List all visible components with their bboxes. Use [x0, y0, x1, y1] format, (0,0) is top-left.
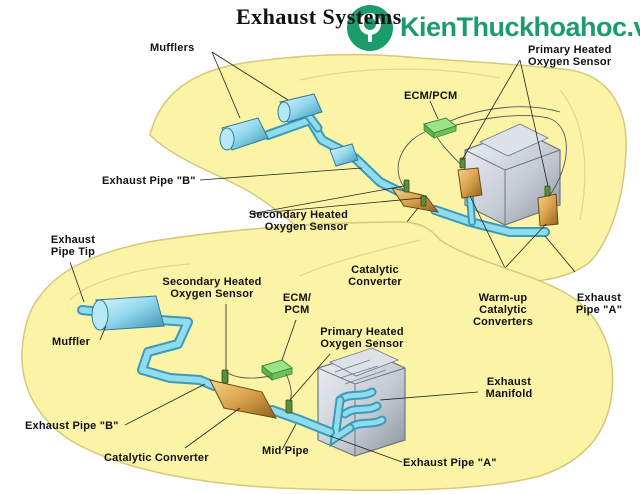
top-label-catalytic-line1: Catalytic: [351, 264, 399, 276]
top-label-catalytic-converter: Catalytic Converter: [345, 264, 405, 288]
bottom-label-exhaust-manifold: Exhaust Manifold: [472, 376, 546, 400]
bottom-label-ecm: ECM/ PCM: [272, 292, 322, 316]
top-label-pipe-a-line1: Exhaust: [576, 292, 622, 304]
bottom-car: [21, 221, 614, 491]
top-engine: [464, 123, 561, 226]
top-label-primary-sensor-line2: Oxygen Sensor: [528, 56, 612, 68]
top-label-secondary-sensor: Secondary Heated Oxygen Sensor: [198, 209, 348, 233]
bottom-car-body: [21, 221, 614, 491]
bottom-label-pipe-tip: Exhaust Pipe Tip: [40, 234, 106, 258]
top-label-pipe-a-line2: Pipe "A": [575, 304, 623, 316]
top-label-secondary-sensor-line2: Oxygen Sensor: [264, 221, 348, 233]
top-label-primary-sensor-line1: Primary Heated: [528, 44, 612, 56]
bottom-label-primary-line2: Oxygen Sensor: [320, 338, 404, 350]
bottom-label-primary-line1: Primary Heated: [320, 326, 404, 338]
bottom-label-secondary-line1: Secondary Heated: [162, 276, 262, 288]
top-label-warmup-line1: Warm-up: [478, 292, 528, 304]
watermark-text: KienThuckhoahoc.vn: [400, 12, 640, 42]
bottom-label-mid-pipe: Mid Pipe: [262, 445, 309, 457]
bottom-label-pipe-tip-line2: Pipe Tip: [50, 246, 96, 258]
bottom-ecm-box: [225, 359, 294, 403]
bottom-label-manifold-line2: Manifold: [485, 388, 533, 400]
bottom-label-catalytic-converter: Catalytic Converter: [104, 452, 209, 464]
bottom-label-exhaust-pipe-a: Exhaust Pipe "A": [403, 457, 497, 469]
top-label-exhaust-pipe-b: Exhaust Pipe "B": [102, 175, 196, 187]
bottom-label-muffler: Muffler: [52, 336, 91, 348]
top-label-warmup-line3: Converters: [472, 316, 534, 328]
top-label-warmup-line2: Catalytic: [479, 304, 527, 316]
bottom-label-exhaust-pipe-b: Exhaust Pipe "B": [25, 420, 119, 432]
top-label-catalytic-line2: Converter: [348, 276, 402, 288]
bottom-label-pipe-tip-line1: Exhaust: [50, 234, 96, 246]
bottom-label-secondary-sensor: Secondary Heated Oxygen Sensor: [152, 276, 272, 300]
top-label-mufflers: Mufflers: [150, 42, 195, 54]
top-catalytic-converter: [390, 179, 440, 213]
bottom-label-ecm-line1: ECM/: [282, 292, 312, 304]
bottom-label-manifold-line1: Exhaust: [486, 376, 532, 388]
top-label-warmup-converters: Warm-up Catalytic Converters: [455, 292, 551, 328]
bottom-label-primary-sensor: Primary Heated Oxygen Sensor: [306, 326, 418, 350]
top-label-primary-sensor: Primary Heated Oxygen Sensor: [528, 44, 612, 68]
top-label-ecm: ECM/PCM: [404, 90, 458, 102]
bottom-muffler: [91, 295, 165, 331]
top-exhaust-pipes: [263, 107, 550, 237]
watermark-logo: [347, 5, 393, 51]
top-mufflers: [219, 93, 359, 167]
bottom-label-secondary-line2: Oxygen Sensor: [170, 288, 254, 300]
diagram-title: Exhaust Systems: [236, 4, 402, 29]
top-ecm-box: [422, 117, 458, 139]
bottom-leader-lines: [69, 261, 479, 463]
bottom-label-ecm-line2: PCM: [284, 304, 310, 316]
bottom-catalytic-converter: [209, 369, 293, 419]
top-warmup-converters: [457, 157, 559, 227]
top-label-secondary-sensor-line1: Secondary Heated: [248, 209, 348, 221]
top-label-exhaust-pipe-a: Exhaust Pipe "A": [566, 292, 632, 316]
